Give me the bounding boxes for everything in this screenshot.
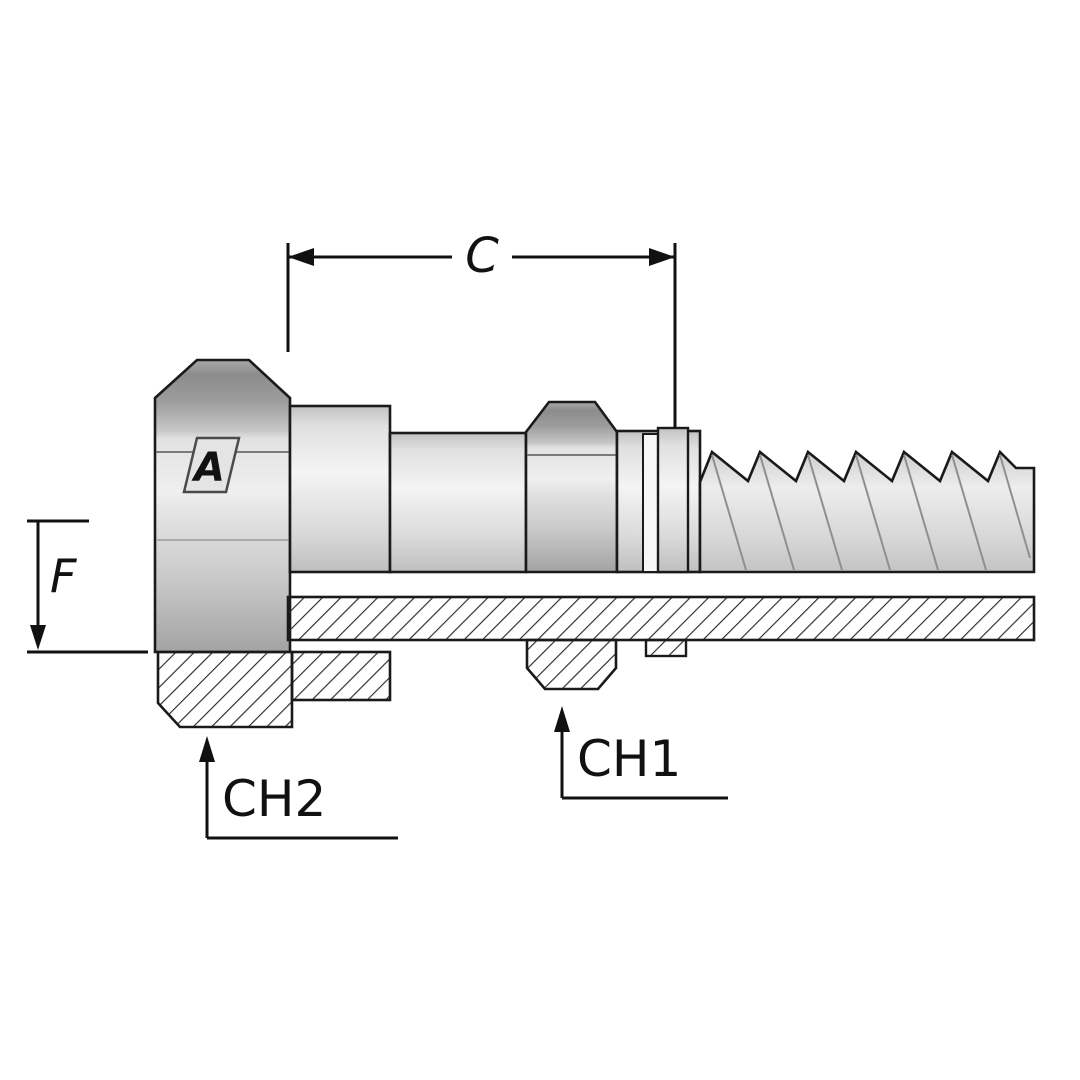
retaining-ring: [656, 426, 690, 574]
section-ring-notch: [644, 638, 688, 658]
hex-body: [524, 400, 619, 574]
dimension-c-label: C: [465, 228, 499, 284]
section-collar-block: [290, 650, 392, 702]
barb-ridge-lines: [711, 454, 1031, 571]
collar-body: [288, 404, 392, 574]
dimension-f-label: F: [50, 549, 77, 603]
dimension-f: F: [27, 519, 148, 654]
ch1-arrowhead-up: [554, 706, 570, 732]
section-nut-block: [156, 650, 294, 729]
brand-logo-letter: A: [191, 445, 225, 491]
c-arrowhead-left: [288, 248, 314, 266]
dimension-c: C: [286, 228, 677, 428]
brand-logo-icon: A: [182, 436, 241, 494]
ch2-arrowhead-up: [199, 736, 215, 762]
c-arrowhead-right: [649, 248, 675, 266]
neck-body: [388, 431, 528, 574]
groove-slot: [642, 433, 659, 573]
callout-ch2: CH2: [199, 736, 398, 840]
section-bore-wall: [286, 595, 1036, 642]
section-hex-block: [525, 638, 618, 691]
callout-ch2-label: CH2: [222, 770, 326, 828]
callout-ch1-label: CH1: [577, 730, 681, 788]
brand-logo-outline: [182, 436, 241, 494]
f-arrowhead-down: [30, 625, 46, 650]
hose-barb-body: [698, 449, 1036, 574]
swivel-nut-body: [153, 358, 292, 654]
callout-ch1: CH1: [554, 706, 728, 800]
